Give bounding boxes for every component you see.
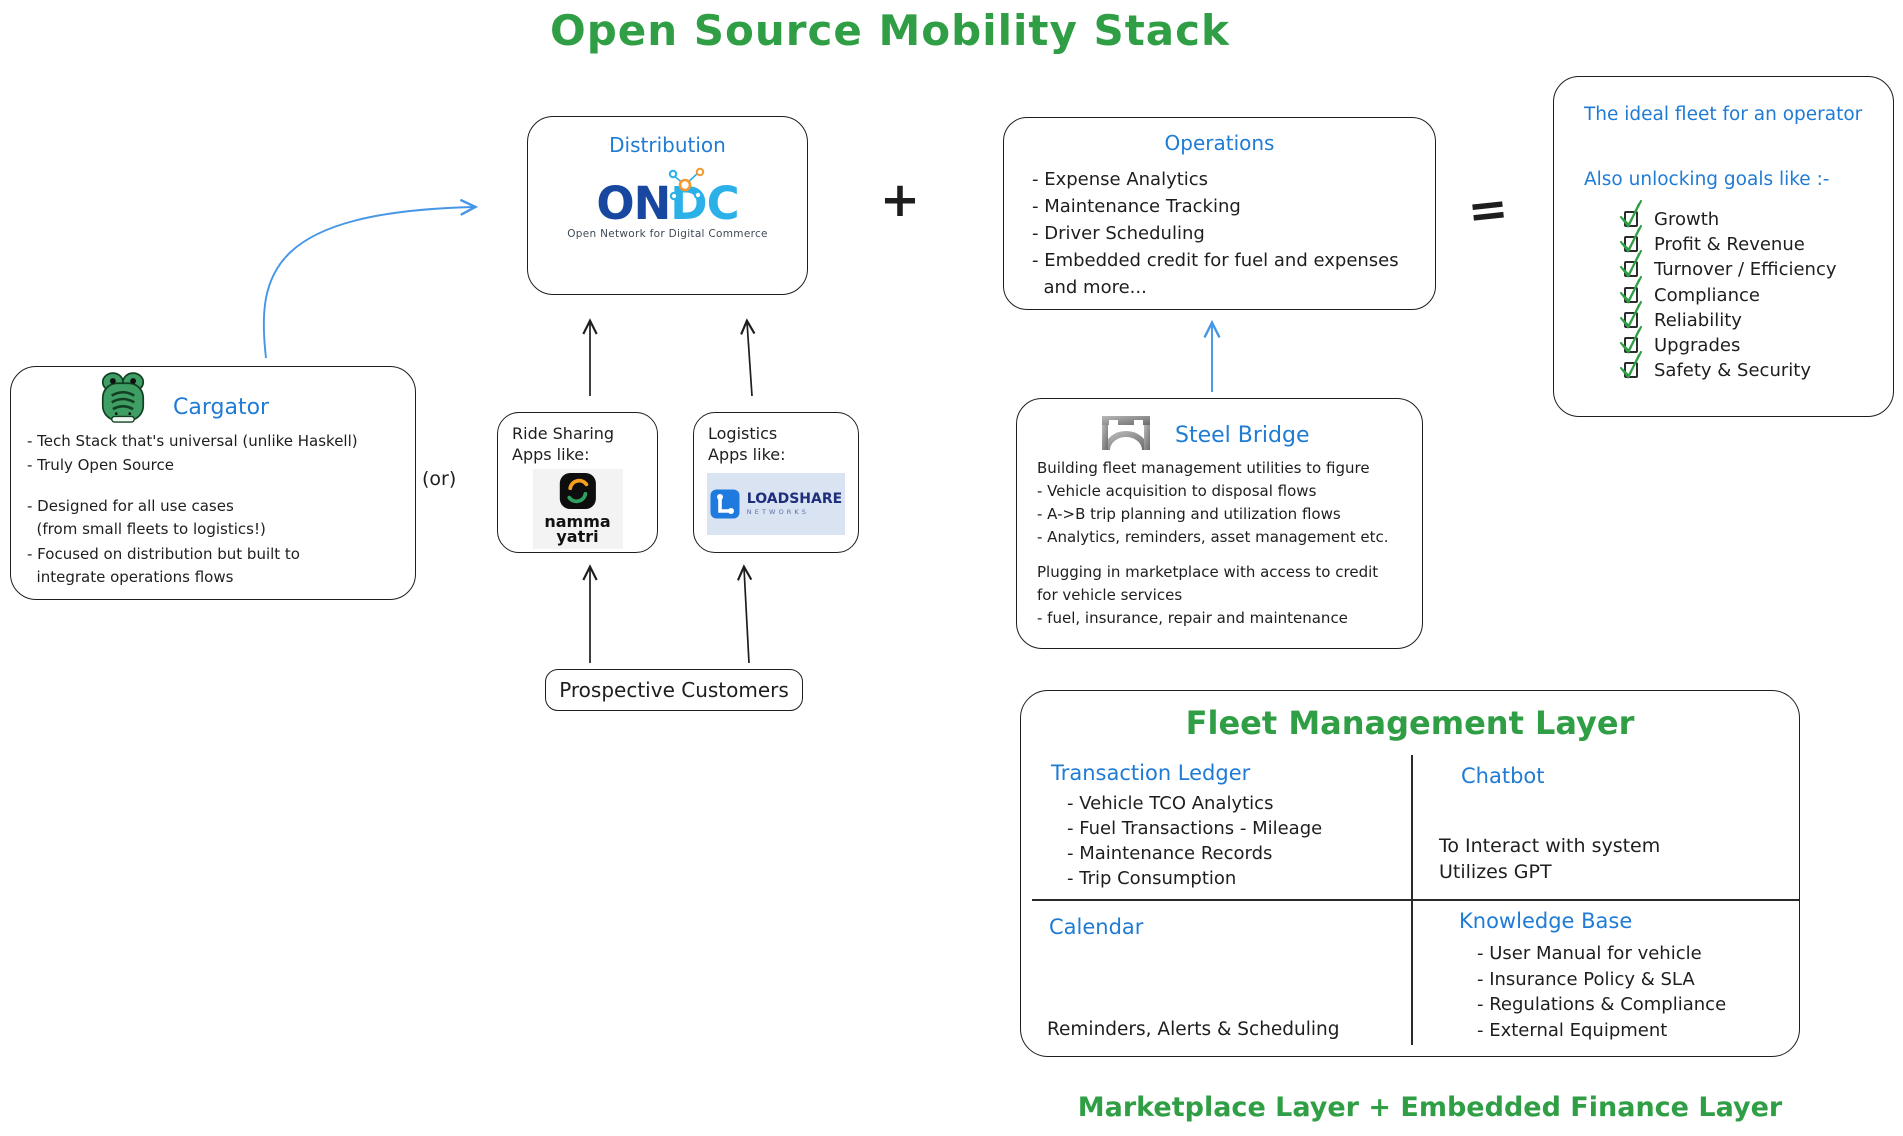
goal-row: Upgrades [1619,325,1872,358]
steel-bridge-title: Steel Bridge [1175,423,1310,448]
ideal-fleet-box[interactable]: The ideal fleet for an operator Also unl… [1553,76,1894,417]
operations-item: - Expense Analytics [1032,169,1209,190]
arrow-customers-to-logistics[interactable] [736,564,753,664]
namma-yatri-logo: namma yatri [532,469,623,549]
checkbox-icon [1624,211,1638,227]
plus-symbol: + [879,172,921,228]
goal-label: Turnover / Efficiency [1654,259,1837,281]
knowledge-base-item: - Insurance Policy & SLA [1477,968,1695,990]
goal-row: Safety & Security [1619,351,1872,383]
cargator-point: - Truly Open Source [27,456,174,474]
cargator-box[interactable]: Cargator - Tech Stack that's universal (… [10,366,416,600]
fleet-management-title: Fleet Management Layer [1185,704,1635,742]
cargator-points-top: - Tech Stack that's universal (unlike Ha… [27,429,358,477]
operations-box[interactable]: Operations - Expense Analytics - Maintena… [1003,117,1436,310]
goal-row: Reliability [1619,300,1872,333]
transaction-ledger-item: - Vehicle TCO Analytics [1067,793,1274,814]
distribution-box[interactable]: Distribution ONDC Open Network for Digit… [527,116,808,295]
checkmark-icon [1619,199,1643,228]
cargator-point: - Designed for all use cases (from small… [27,497,266,538]
logistics-label: Logistics Apps like: [708,424,786,464]
transaction-ledger-item: - Fuel Transactions - Mileage [1067,818,1323,839]
crocodile-icon [101,372,145,423]
goal-label: Profit & Revenue [1654,234,1805,256]
cargator-title: Cargator [173,395,270,420]
transaction-ledger-title: Transaction Ledger [1051,761,1251,785]
knowledge-base-items: - User Manual for vehicle - Insurance Pol… [1477,941,1726,1043]
ondc-logo-on: ON [596,177,671,230]
prospective-customers-label: Prospective Customers [559,678,789,702]
ondc-logo: ONDC Open Network for Digital Commerce [528,167,807,240]
loadshare-logo-icon [710,489,740,519]
ondc-logo-subtitle: Open Network for Digital Commerce [567,228,768,240]
steel-bridge-paragraph-1: Building fleet management utilities to f… [1037,459,1389,546]
goal-row: Profit & Revenue [1619,225,1872,257]
goal-row: Growth [1619,199,1872,232]
chatbot-title: Chatbot [1461,764,1545,788]
checkbox-icon [1624,286,1638,303]
knowledge-base-item: - External Equipment [1477,1019,1668,1041]
namma-yatri-app-icon [559,472,596,510]
distribution-label: Distribution [609,133,726,157]
cargator-points-bottom: - Designed for all use cases (from small… [27,495,300,591]
checkmark-icon [1619,300,1643,329]
knowledge-base-item: - Regulations & Compliance [1477,994,1727,1015]
logistics-box[interactable]: Logistics Apps like: LOADSHARE NETWORKS [693,412,859,553]
fleet-management-box[interactable]: Fleet Management Layer Transaction Ledge… [1020,690,1800,1057]
bridge-icon [1102,416,1150,451]
horizontal-divider [1032,899,1799,901]
goal-label: Upgrades [1654,335,1741,357]
goal-label: Reliability [1654,309,1742,331]
checkbox-icon [1624,362,1638,379]
cargator-point: - Tech Stack that's universal (unlike Ha… [27,432,358,450]
transaction-ledger-items: - Vehicle TCO Analytics - Fuel Transactio… [1067,791,1322,891]
cargator-point: - Focused on distribution but built to i… [27,545,300,586]
goal-row: Turnover / Efficiency [1619,250,1872,282]
namma-yatri-wordmark: namma yatri [544,512,611,546]
knowledge-base-title: Knowledge Base [1459,909,1633,933]
checkbox-icon [1624,311,1638,328]
transaction-ledger-item: - Trip Consumption [1067,868,1237,889]
or-label: (or) [422,468,457,490]
checkmark-icon [1619,275,1643,304]
prospective-customers-box[interactable]: Prospective Customers [545,669,803,711]
checkmark-icon [1619,351,1643,380]
steel-bridge-paragraph-2: Plugging in marketplace with access to c… [1037,563,1379,627]
loadshare-networks-label: NETWORKS [746,508,809,516]
equals-symbol: = [1465,180,1511,240]
loadshare-logo: LOADSHARE NETWORKS [707,473,845,535]
ideal-fleet-title: The ideal fleet for an operator [1584,104,1863,125]
calendar-title: Calendar [1049,915,1144,939]
steel-bridge-box[interactable]: Steel Bridge Building fleet management u… [1016,398,1423,649]
goal-row: Compliance [1619,275,1872,308]
calendar-body: Reminders, Alerts & Scheduling [1047,1019,1340,1040]
checkbox-icon [1624,236,1638,253]
chatbot-body: To Interact with system Utilizes GPT [1439,835,1661,883]
goals-checklist: Growth Profit & Revenue [1619,199,1872,383]
loadshare-wordmark: LOADSHARE [746,491,843,507]
ondc-network-icon [668,167,704,201]
operations-item: - Embedded credit for fuel and expenses … [1032,250,1399,298]
marketplace-layer-title: Marketplace Layer + Embedded Finance Lay… [1077,1092,1783,1123]
operations-item: - Maintenance Tracking [1032,196,1241,217]
diagram-title: Open Source Mobility Stack [550,6,1230,55]
knowledge-base-item: - User Manual for vehicle [1477,943,1702,964]
transaction-ledger-item: - Maintenance Records [1067,843,1273,864]
goal-label: Growth [1654,209,1720,231]
checkmark-icon [1619,225,1643,254]
checkmark-icon [1619,325,1643,354]
operations-item: - Driver Scheduling [1032,223,1205,244]
arrow-cargator-to-distribution[interactable] [262,198,479,359]
goal-label: Safety & Security [1654,360,1811,382]
ride-sharing-box[interactable]: Ride Sharing Apps like: namma yatri [497,412,658,553]
operations-items: - Expense Analytics - Maintenance Trackin… [1032,166,1399,301]
arrow-logistics-to-distribution[interactable] [740,318,756,397]
ideal-fleet-subtitle: Also unlocking goals like :- [1584,169,1830,190]
operations-label: Operations [1164,131,1275,155]
goal-label: Compliance [1654,284,1760,306]
checkbox-icon [1624,336,1638,353]
checkbox-icon [1624,261,1638,278]
checkmark-icon [1619,250,1643,279]
ride-sharing-label: Ride Sharing Apps like: [512,424,615,464]
